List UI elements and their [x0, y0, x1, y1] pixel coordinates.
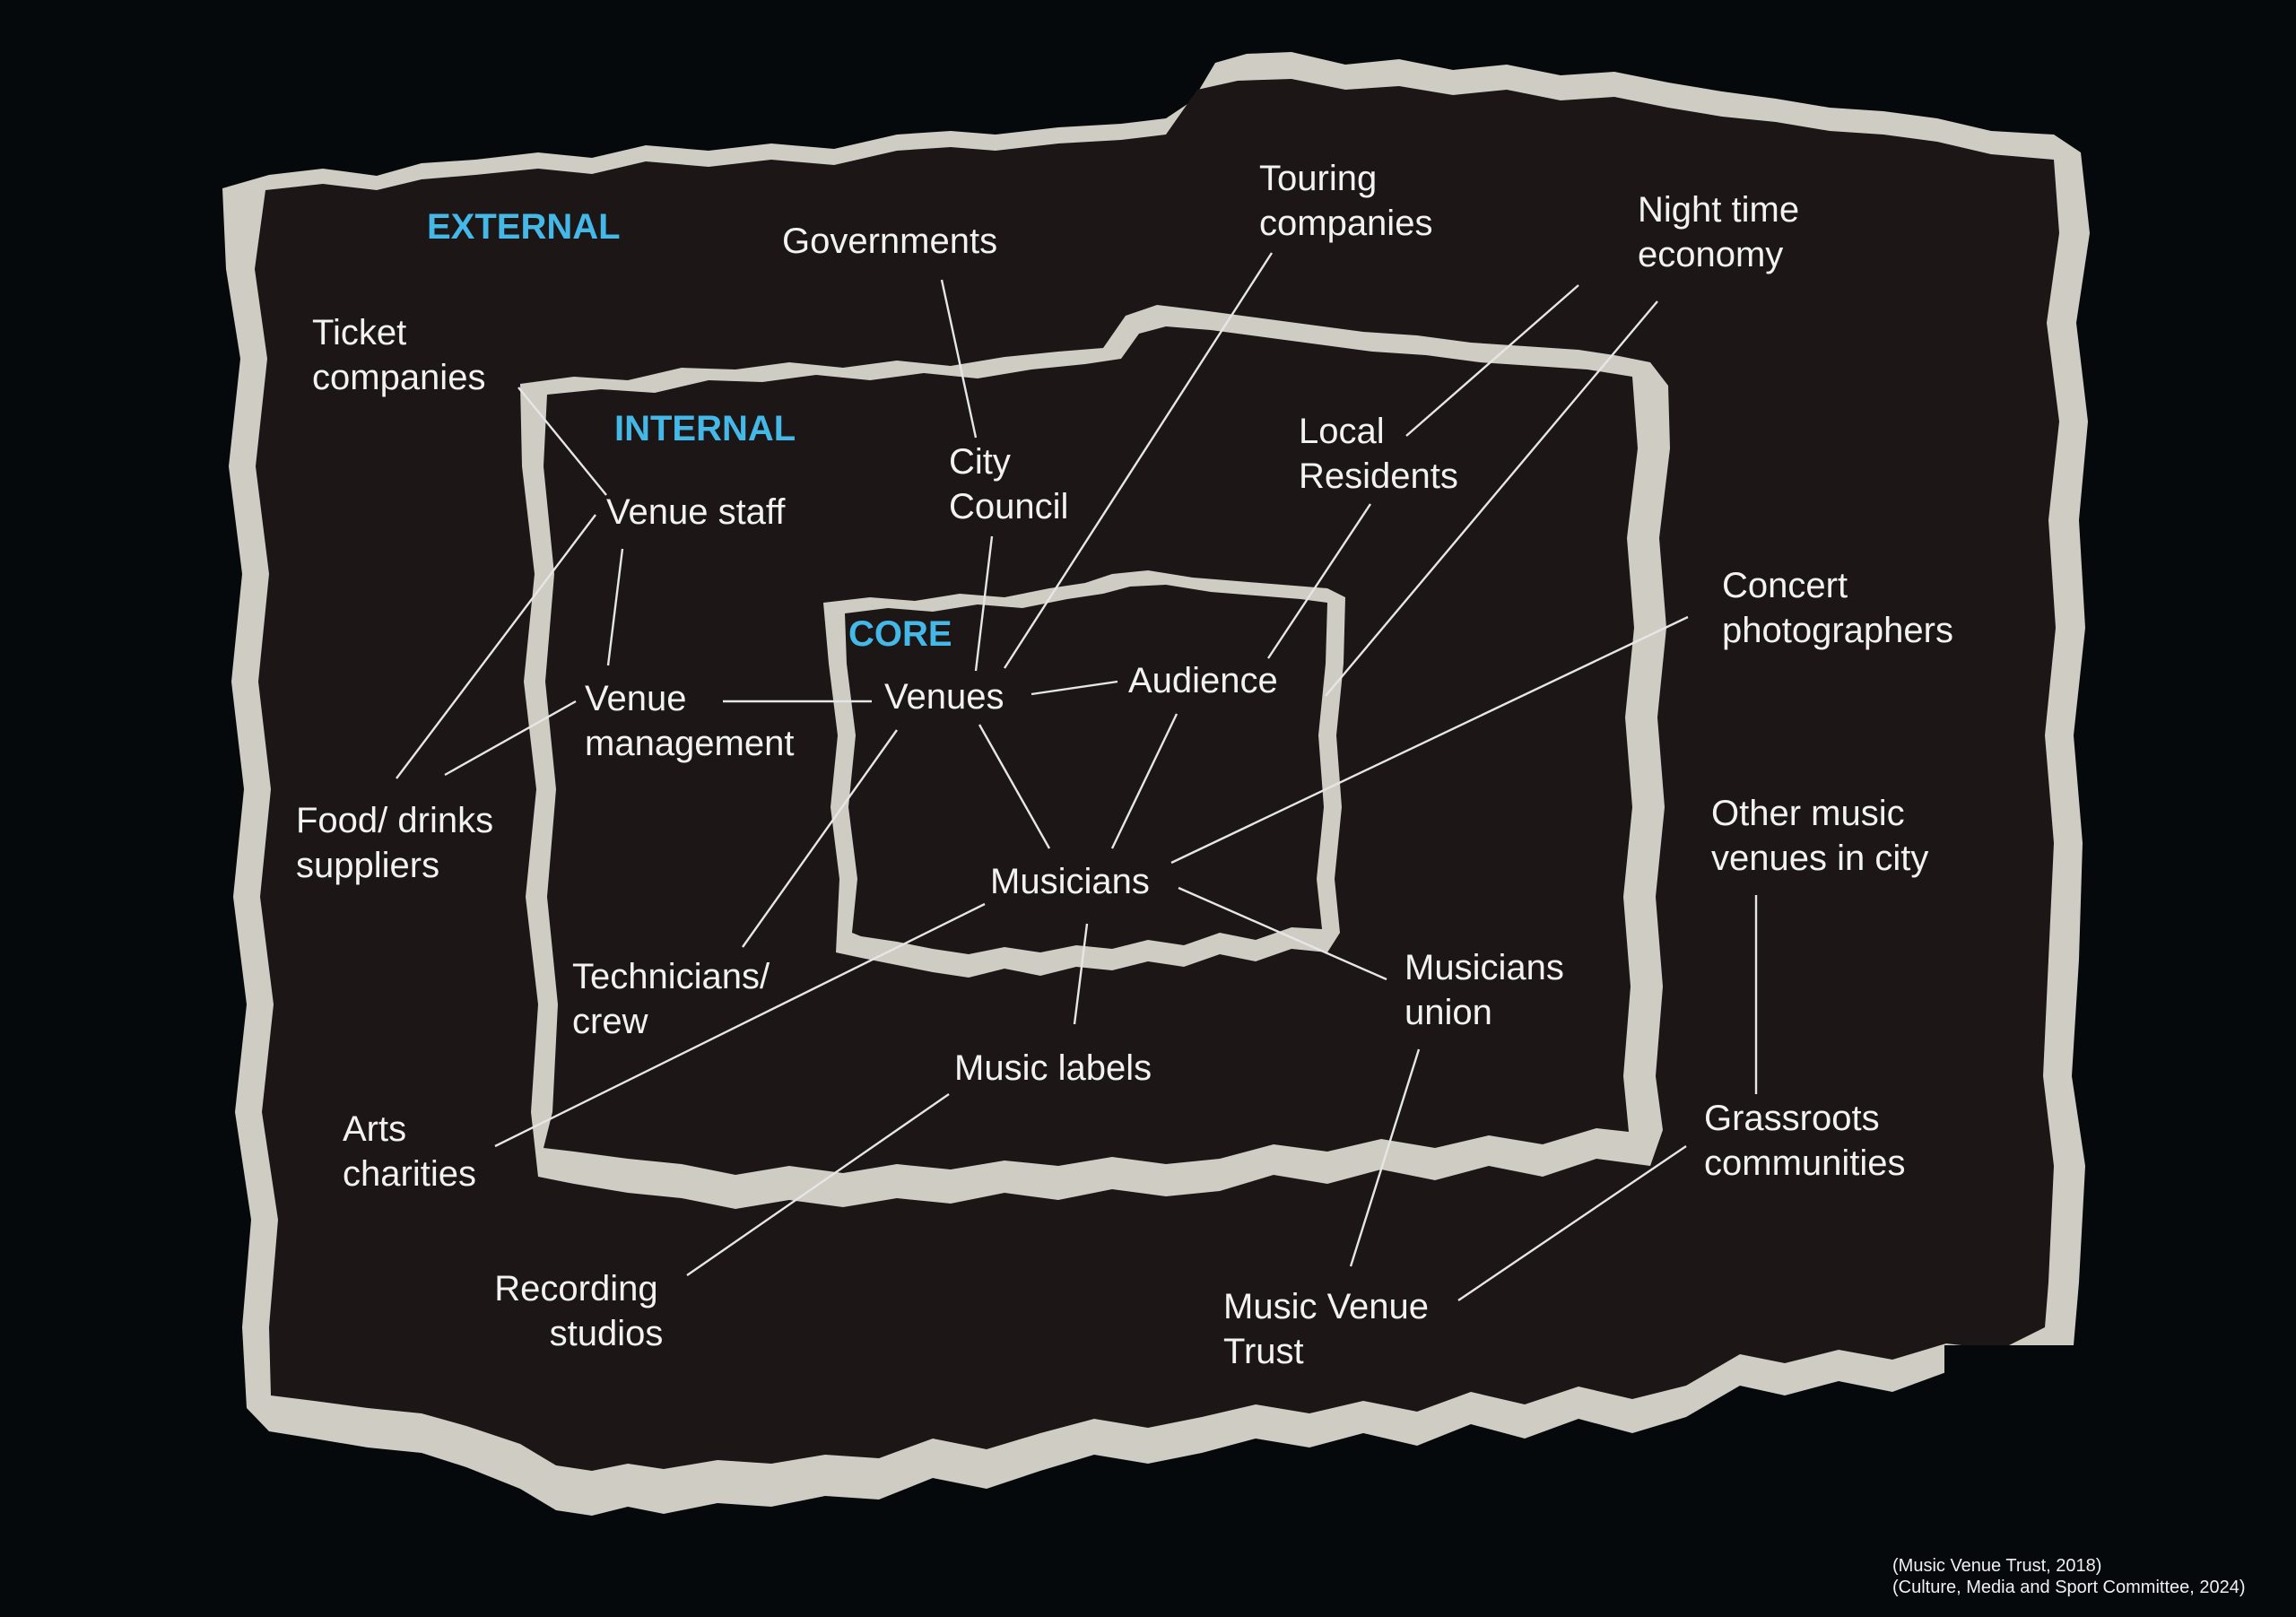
line-venues-musicians [978, 724, 1051, 849]
line-management-food [444, 700, 577, 777]
line-grassroots-trust [1457, 1145, 1687, 1301]
ring-title-core: CORE [848, 614, 952, 654]
node-concert-photographers: Concert photographers [1722, 566, 1953, 650]
citation-cms-committee: (Culture, Media and Sport Committee, 202… [1892, 1578, 2246, 1597]
citations: (Music Venue Trust, 2018) (Culture, Medi… [1892, 1555, 2246, 1598]
line-governments-city-council [940, 279, 978, 439]
node-audience: Audience [1128, 661, 1278, 700]
node-recording-studios: Recording studios [494, 1269, 667, 1353]
line-touring-venues [1003, 252, 1274, 669]
core-paper [823, 570, 1345, 978]
line-audience-musicians [1110, 713, 1178, 849]
connector-lines [396, 252, 1758, 1301]
line-venues-audience [1031, 680, 1118, 696]
ring-title-internal: INTERNAL [614, 409, 796, 448]
line-venue-staff-food [396, 514, 596, 779]
node-venue-management: Venue management [585, 679, 794, 763]
corner-cutout [1944, 1345, 2296, 1617]
line-labels-recording [686, 1093, 950, 1276]
node-ticket-companies: Ticket companies [312, 313, 485, 397]
node-governments: Governments [782, 222, 997, 261]
line-musicians-arts [494, 902, 986, 1148]
node-food-drinks-suppliers: Food/ drinks suppliers [296, 801, 503, 885]
line-local-residents-audience [1266, 503, 1372, 659]
node-city-council: City Council [949, 442, 1068, 526]
node-music-labels: Music labels [954, 1048, 1152, 1088]
line-ticket-venue-staff [517, 387, 607, 496]
node-night-time-economy: Night time economy [1638, 190, 1809, 274]
node-arts-charities: Arts charities [343, 1109, 476, 1194]
line-union-trust [1349, 1048, 1421, 1267]
line-venue-staff-management [606, 548, 624, 666]
node-technicians-crew: Technicians/ crew [572, 957, 779, 1041]
ring-title-external: EXTERNAL [427, 207, 621, 247]
node-local-residents: Local Residents [1299, 412, 1458, 496]
line-musicians-union [1178, 886, 1387, 981]
node-other-music-venues: Other music venues in city [1711, 794, 1928, 878]
node-grassroots-communities: Grassroots communities [1704, 1099, 1906, 1183]
citation-music-venue-trust: (Music Venue Trust, 2018) [1892, 1556, 2102, 1576]
node-music-venue-trust: Music Venue Trust [1223, 1287, 1439, 1371]
line-night-time-audience [1325, 300, 1658, 697]
node-musicians: Musicians [990, 862, 1150, 901]
node-venues: Venues [884, 677, 1004, 717]
line-night-time-local-residents [1405, 284, 1579, 437]
line-city-council-venues [974, 535, 994, 672]
line-venues-technicians [742, 729, 898, 948]
node-musicians-union: Musicians union [1405, 948, 1574, 1032]
node-venue-staff: Venue staff [606, 492, 786, 532]
node-touring-companies: Touring companies [1259, 159, 1432, 243]
line-musicians-labels [1073, 923, 1089, 1025]
line-photographers-musicians [1170, 615, 1689, 865]
